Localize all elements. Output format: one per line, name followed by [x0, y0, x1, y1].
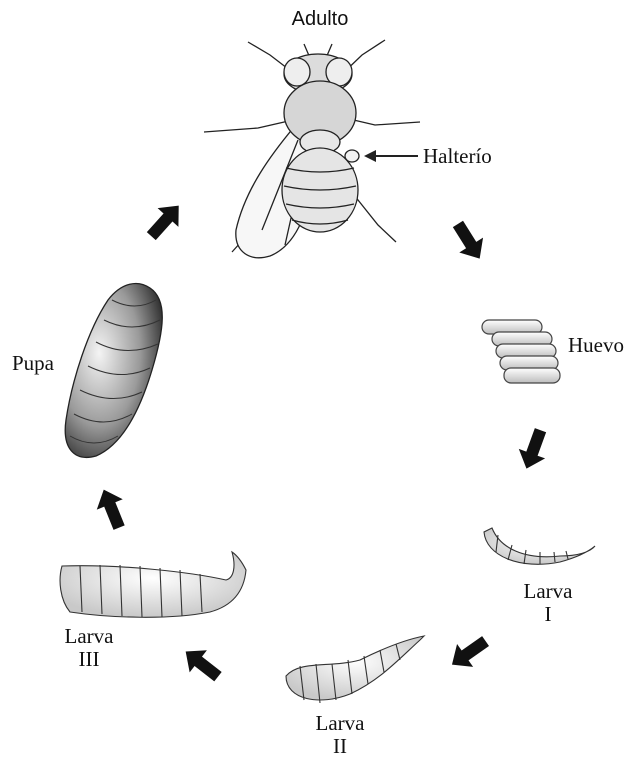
label-larva-ii-line2: II [300, 735, 380, 758]
label-egg: Huevo [568, 334, 624, 357]
arrow-egg-to-larva-i [513, 425, 553, 473]
larva-iii-illustration [60, 552, 246, 617]
arrow-larva-ii-to-larva-iii [177, 640, 227, 687]
pupa-illustration [65, 284, 162, 458]
label-larva-i-line2: I [508, 603, 588, 626]
arrow-larva-i-to-larva-ii [444, 630, 494, 676]
label-larva-ii: Larva II [300, 712, 380, 758]
label-pupa: Pupa [12, 352, 54, 375]
label-larva-ii-line1: Larva [300, 712, 380, 735]
larva-ii-illustration [286, 636, 424, 703]
label-larva-i-line1: Larva [508, 580, 588, 603]
egg-illustration [482, 320, 560, 383]
label-larva-iii-line2: III [44, 648, 134, 671]
label-larva-i: Larva I [508, 580, 588, 626]
label-haltere: Halterío [423, 145, 492, 168]
arrow-adult-to-egg [446, 216, 491, 266]
arrow-pupa-to-adult [141, 196, 189, 245]
label-larva-iii-line1: Larva [44, 625, 134, 648]
arrow-larva-iii-to-pupa [91, 484, 132, 533]
label-larva-iii: Larva III [44, 625, 134, 671]
adult-fly-illustration [204, 40, 420, 258]
haltere-pointer [364, 150, 418, 162]
label-adult: Adulto [270, 8, 370, 31]
larva-i-illustration [484, 528, 595, 564]
